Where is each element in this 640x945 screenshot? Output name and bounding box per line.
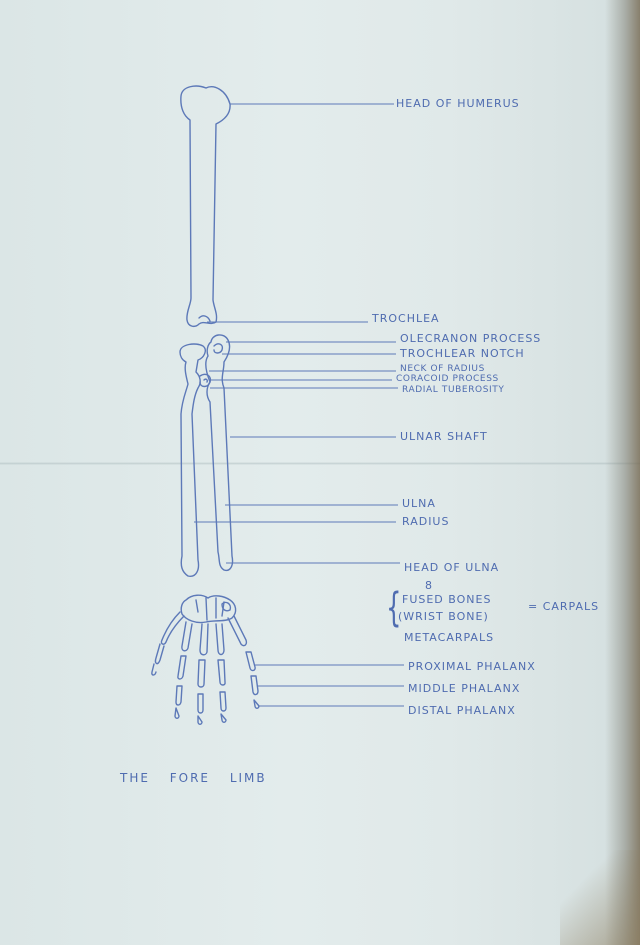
caption-the-fore-limb: THE FORE LIMB	[120, 771, 267, 785]
label-trochlea: TROCHLEA	[372, 312, 440, 325]
label-carpals: = CARPALS	[528, 600, 600, 613]
label-head-of-ulna: HEAD OF ULNA	[404, 561, 500, 574]
label-wrist-bone: (WRIST BONE)	[398, 610, 489, 623]
label-ulnar-shaft: ULNAR SHAFT	[400, 430, 488, 443]
label-fused-bones: FUSED BONES	[402, 593, 492, 606]
paper-fold	[0, 462, 640, 465]
label-eight: 8	[425, 579, 433, 592]
paper-edge-shadow	[605, 0, 640, 945]
label-neck-of-radius: NECK OF RADIUS	[400, 364, 485, 374]
label-trochlear-notch: TROCHLEAR NOTCH	[400, 347, 525, 360]
label-radius: RADIUS	[402, 515, 450, 528]
paper-corner-shadow	[560, 850, 640, 945]
label-head-of-humerus: HEAD OF HUMERUS	[396, 97, 520, 110]
label-distal-phalanx: DISTAL PHALANX	[408, 704, 516, 717]
hand-bones	[151, 594, 260, 725]
humerus	[180, 85, 231, 328]
label-olecranon-process: OLECRANON PROCESS	[400, 332, 542, 345]
label-coracoid-process: CORACOID PROCESS	[396, 374, 499, 384]
label-ulna: ULNA	[402, 497, 436, 510]
label-radial-tuberosity: RADIAL TUBEROSITY	[402, 385, 505, 395]
label-proximal-phalanx: PROXIMAL PHALANX	[408, 660, 536, 673]
radius-bone	[179, 343, 212, 577]
leader-lines	[194, 103, 404, 707]
carpals-brace: {	[386, 585, 402, 631]
label-middle-phalanx: MIDDLE PHALANX	[408, 682, 521, 695]
ulna-bone	[205, 334, 234, 572]
label-metacarpals: METACARPALS	[404, 631, 495, 644]
